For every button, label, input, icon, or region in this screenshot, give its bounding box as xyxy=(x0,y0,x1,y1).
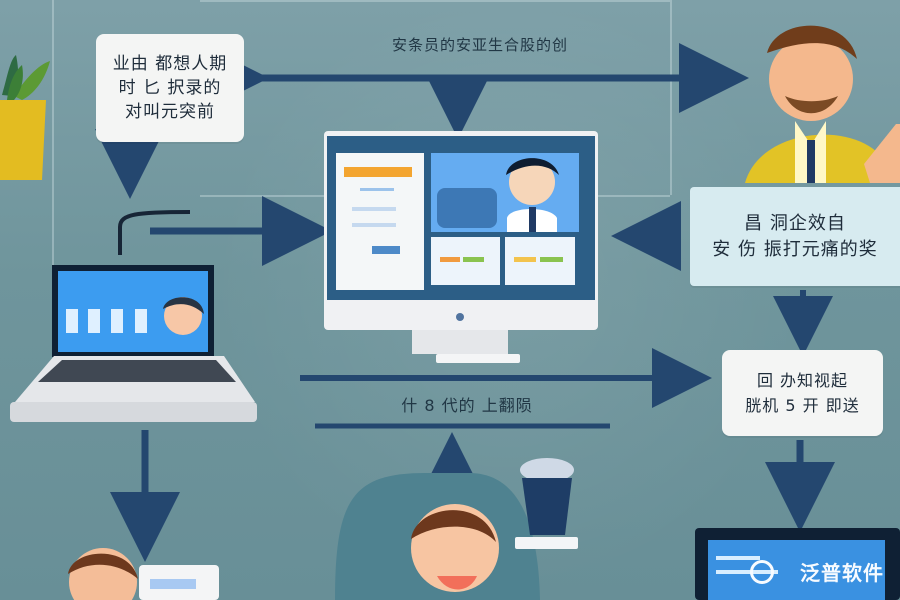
person-icon-bottom-left xyxy=(68,548,219,600)
watermark-logo-mark xyxy=(750,560,774,584)
bottom-right-card-line-2: 胱机 5 开 即送 xyxy=(745,396,860,415)
bottom-right-card-line-1: 回 办知视起 xyxy=(756,371,849,390)
right-info-card: 昌 洞企效自 安 伤 振打元痛的奖 xyxy=(690,187,900,286)
top-connector-line xyxy=(200,0,670,2)
flow-arrows xyxy=(95,43,835,562)
plant-icon xyxy=(0,55,50,180)
left-card-line-3: 对叫元突前 xyxy=(125,102,215,122)
monitor-icon xyxy=(695,528,900,600)
left-card-line-2: 时 匕 択录的 xyxy=(118,78,222,98)
cup-icon xyxy=(515,458,578,549)
person-icon-bottom-center xyxy=(335,473,540,600)
middle-flow-label: 什 8 代的 上翻陨 xyxy=(401,396,533,415)
watermark-text: 泛普软件 xyxy=(800,561,884,585)
top-flow-label: 安条员的安亚生合股的创 xyxy=(391,36,568,54)
left-vertical-line xyxy=(52,0,54,305)
left-info-card: 业由 都想人期 时 匕 択录的 对叫元突前 xyxy=(96,34,244,142)
person-icon xyxy=(745,25,900,183)
right-card-line-1: 昌 洞企效自 xyxy=(744,212,846,234)
laptop-icon xyxy=(10,265,257,422)
bottom-right-info-card: 回 办知视起 胱机 5 开 即送 xyxy=(722,350,883,436)
desktop-icon xyxy=(324,131,598,363)
right-card-line-2: 安 伤 振打元痛的奖 xyxy=(712,238,878,260)
left-card-line-1: 业由 都想人期 xyxy=(112,54,228,74)
